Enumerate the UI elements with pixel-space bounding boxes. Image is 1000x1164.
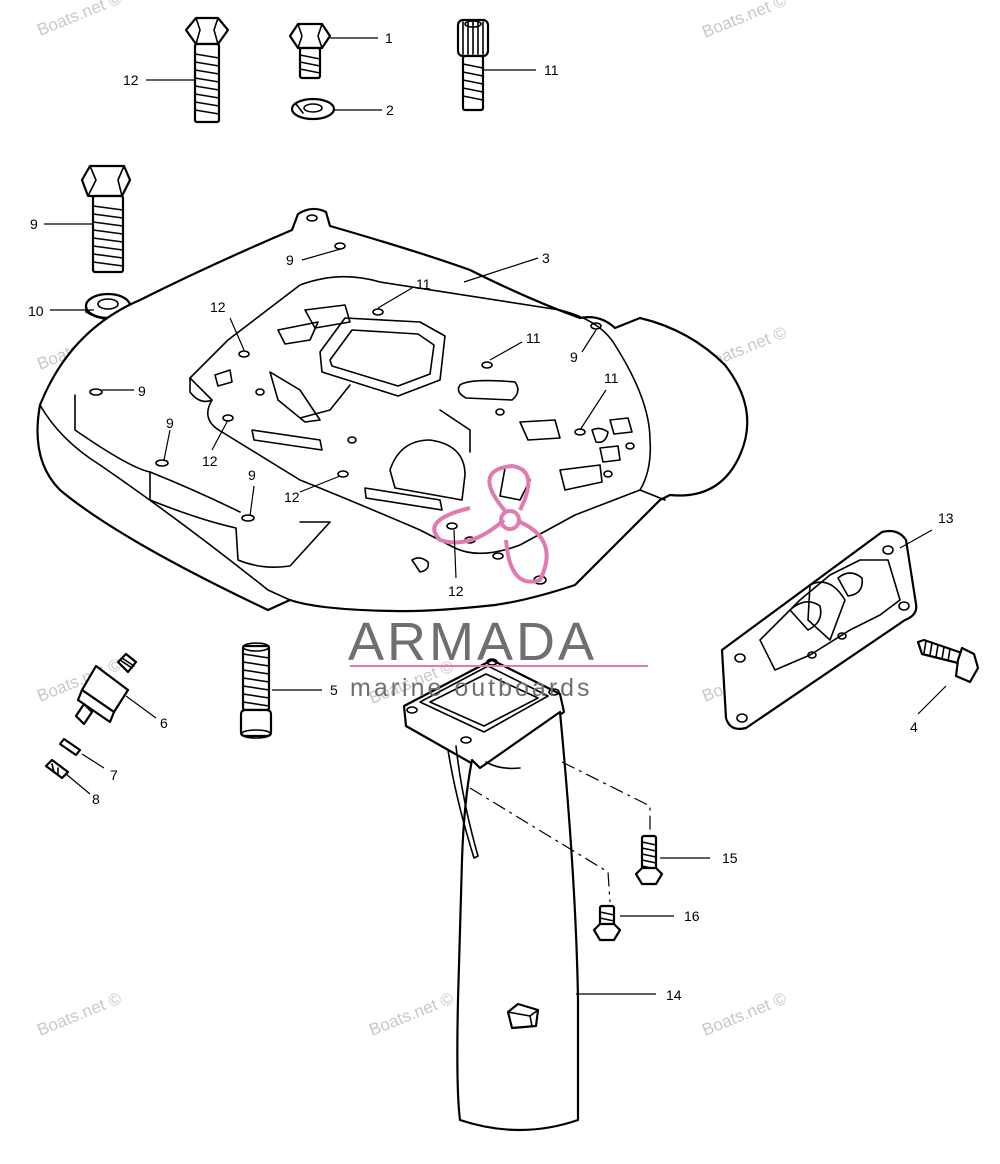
part-6-sensor bbox=[74, 652, 138, 726]
part-15-small-bolt bbox=[634, 834, 664, 886]
callout-9: 9 bbox=[30, 216, 38, 232]
logo-name: ARMADA bbox=[348, 612, 597, 672]
callout-11: 11 bbox=[526, 330, 541, 346]
part-7-pin bbox=[58, 737, 82, 757]
callout-5: 5 bbox=[330, 682, 338, 698]
callout-11: 11 bbox=[416, 276, 431, 292]
part-2-lock-washer bbox=[290, 97, 336, 121]
watermark: Boats.net © bbox=[34, 989, 124, 1040]
callout-7: 7 bbox=[110, 767, 118, 783]
armada-propeller-logo bbox=[432, 463, 549, 584]
logo-tagline: marine outboards bbox=[350, 674, 593, 702]
callout-9: 9 bbox=[138, 383, 146, 399]
callout-15: 15 bbox=[722, 850, 738, 866]
part-12-long-bolt bbox=[184, 16, 230, 124]
part-13-cover-plate bbox=[720, 529, 918, 730]
callout-12: 12 bbox=[202, 453, 218, 469]
watermark: Boats.net © bbox=[699, 0, 789, 42]
callout-14: 14 bbox=[666, 987, 682, 1003]
callout-12: 12 bbox=[448, 583, 464, 599]
callout-10: 10 bbox=[28, 303, 44, 319]
callout-12: 12 bbox=[284, 489, 300, 505]
part-8-sleeve bbox=[44, 758, 70, 780]
part-11-socket-screw bbox=[456, 18, 490, 112]
callout-16: 16 bbox=[684, 908, 700, 924]
part-1-short-bolt bbox=[288, 22, 332, 80]
part-16-small-bolt bbox=[592, 904, 622, 942]
leader-lines bbox=[44, 37, 947, 995]
part-3-adaptor-plate bbox=[36, 207, 749, 613]
callout-9: 9 bbox=[166, 415, 174, 431]
callout-3: 3 bbox=[542, 250, 550, 266]
watermark: Boats.net © bbox=[699, 989, 789, 1040]
callout-11: 11 bbox=[604, 370, 619, 386]
callout-12: 12 bbox=[123, 72, 139, 88]
callout-9: 9 bbox=[570, 349, 578, 365]
callout-4: 4 bbox=[910, 719, 918, 735]
watermark: Boats.net © bbox=[366, 989, 456, 1040]
callout-8: 8 bbox=[92, 791, 100, 807]
callout-11: 11 bbox=[544, 62, 559, 78]
callout-labels: 12 1 2 11 9 10 3 9 12 11 11 9 9 11 9 12 … bbox=[28, 30, 954, 1003]
part-9-large-bolt bbox=[80, 164, 132, 274]
callout-9: 9 bbox=[286, 252, 294, 268]
callout-9: 9 bbox=[248, 467, 256, 483]
callout-1: 1 bbox=[385, 30, 393, 46]
part-4-hex-bolt bbox=[916, 638, 980, 684]
callout-12: 12 bbox=[210, 299, 226, 315]
callout-6: 6 bbox=[160, 715, 168, 731]
assembly-lines bbox=[469, 761, 651, 903]
part-5-stud bbox=[239, 642, 273, 739]
callout-13: 13 bbox=[938, 510, 954, 526]
watermark: Boats.net © bbox=[34, 0, 124, 40]
part-14-exhaust-tube bbox=[402, 658, 580, 1132]
armada-logo: ARMADA marine outboards bbox=[348, 612, 648, 702]
callout-2: 2 bbox=[386, 102, 394, 118]
